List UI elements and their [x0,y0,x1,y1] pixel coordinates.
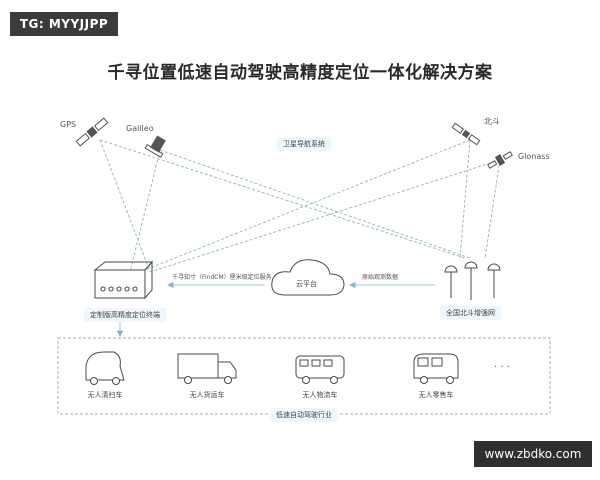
logistics-van-icon [295,355,345,384]
gps-label: GPS [60,120,77,129]
flow-arrows [116,281,435,337]
cloud-label: 云平台 [296,280,317,288]
satellite-links [99,139,501,273]
link-galileo-stations [159,149,471,259]
watermark-bottom: www.zbdko.com [474,441,592,467]
link-beidou-stations [459,139,471,259]
stations-label: 全国北斗增强网 [440,306,501,320]
raw-data-label: 原始观测数据 [362,274,399,281]
terminal-label: 定制版高精度定位终端 [84,308,166,322]
vehicle-truck-label: 无人货运车 [189,391,225,399]
industry-label: 低速自动驾驶行业 [270,408,338,422]
truck-icon [177,353,237,384]
galileo-label: Galileo [126,124,154,133]
glonass-label: Glonass [518,152,550,161]
watermark-top: TG: MYYJJPP [10,12,118,36]
sweeper-icon [85,351,125,385]
gps-satellite-icon [75,117,109,147]
diagram-title: 千寻位置低速自动驾驶高精度定位一体化解决方案 [107,63,493,83]
findcm-service-label: 千寻知寸（FindCM）厘米级定位服务 [172,274,272,281]
more-vehicles-ellipsis: · · · [494,362,510,373]
vehicle-logistics-label: 无人物流车 [302,391,338,399]
cloud-icon [271,259,345,296]
vehicle-retail-label: 无人零售车 [418,391,454,399]
base-station-icons [444,261,501,300]
beidou-label: 北斗 [484,117,500,126]
link-glonass-terminal [149,159,501,273]
galileo-satellite-icon [144,135,166,158]
terminal-icon [93,260,154,300]
link-gps-stations [99,139,466,259]
nav-system-label: 卫星导航系统 [277,137,331,151]
link-beidou-terminal [139,139,471,273]
link-glonass-stations [484,159,501,259]
link-gps-terminal [99,139,151,273]
link-galileo-terminal [129,149,161,273]
industry-box [57,337,551,415]
glonass-satellite-icon [487,151,513,169]
beidou-satellite-icon [451,122,481,146]
vehicle-sweeper-label: 无人清扫车 [87,391,123,399]
retail-bus-icon [413,353,459,384]
